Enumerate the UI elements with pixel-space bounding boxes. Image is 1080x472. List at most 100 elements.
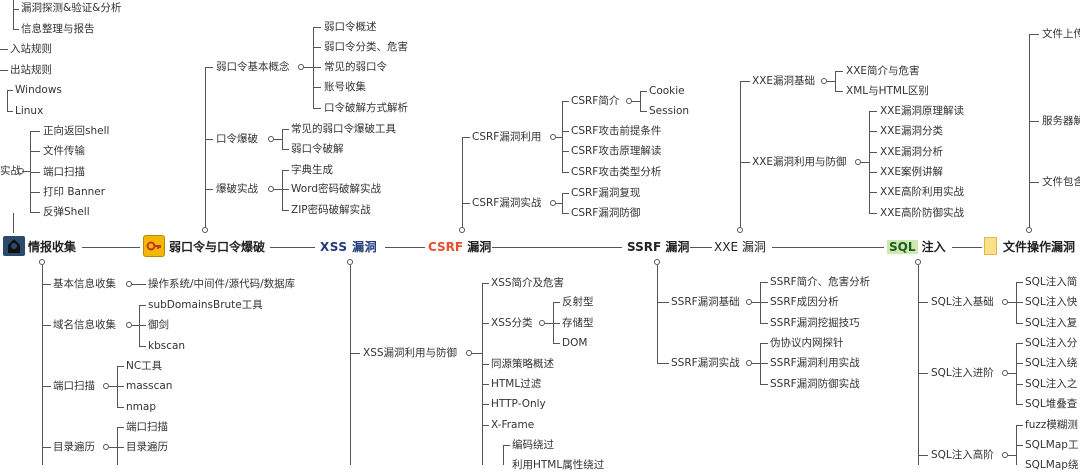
xss-type-item: 反射型 [562,296,594,308]
weakpw-practice[interactable]: 爆破实战 [216,183,258,195]
info-basic[interactable]: 基本信息收集 [53,278,116,290]
sql-adv-item: SQL注入之 [1025,378,1078,390]
sql-adv[interactable]: SQL注入进阶 [931,367,994,379]
file-top-item: 服务器解 [1042,115,1080,127]
csrf-use-item: CSRF攻击前提条件 [571,125,662,137]
sql-basic-item: SQL注入复 [1025,317,1078,329]
info-top-item: 文件传输 [43,145,85,157]
sql-high-item: fuzz模糊测 [1025,419,1078,431]
info-top-item: 端口扫描 [43,166,85,178]
weakpw-concept-item: 口令破解方式解析 [324,102,408,114]
spine-4 [492,247,622,248]
weakpw-practice-item: 字典生成 [291,164,333,176]
info-domain-item: subDomainsBrute工具 [148,299,263,311]
xxe-use-item: XXE高阶防御实战 [880,207,965,219]
xxe-use-item: XXE漏洞分析 [880,146,944,158]
ssrf-practice[interactable]: SSRF漏洞实战 [671,357,740,369]
info-port-item: NC工具 [126,360,163,372]
csrf-intro[interactable]: CSRF简介 [571,95,620,107]
weakpw-concept-item: 常见的弱口令 [324,61,387,73]
spine-1 [82,247,140,248]
info-top-item: Windows [15,84,62,96]
info-port[interactable]: 端口扫描 [53,380,95,392]
sql-high[interactable]: SQL注入高阶 [931,449,994,461]
info-top-item: Linux [15,105,44,117]
root-ssrf[interactable]: SSRF 漏洞 [627,240,690,254]
info-top-item: 信息整理与报告 [21,23,95,35]
csrf-use[interactable]: CSRF漏洞利用 [472,131,542,143]
xss-use[interactable]: XSS漏洞利用与防御 [363,347,458,359]
hacker-icon [3,236,25,256]
sql-adv-item: SQL注入绕 [1025,357,1078,369]
info-basic-item: 操作系统/中间件/源代码/数据库 [148,278,296,290]
xss-type-item: DOM [562,337,588,349]
csrf-practice[interactable]: CSRF漏洞实战 [472,197,542,209]
root-file-ops[interactable]: 文件操作漏洞 [1003,240,1076,254]
weakpw-practice-item: Word密码破解实战 [291,183,381,195]
sql-adv-item: SQL堆叠查 [1025,398,1078,410]
xss-item: XSS简介及危害 [491,277,565,289]
weakpw-brute[interactable]: 口令爆破 [216,133,258,145]
info-top-item: 打印 Banner [43,186,106,198]
xss-item[interactable]: XSS分类 [491,317,533,329]
spine-3 [385,247,425,248]
csrf-use-item: CSRF攻击原理解读 [571,145,662,157]
folder-icon [984,237,997,255]
info-dir-item: 目录遍历 [126,441,168,453]
xss-item: 同源策略概述 [491,358,554,370]
xxe-basic-item: XML与HTML区别 [846,85,929,97]
xss-item: HTML过滤 [491,378,542,390]
sql-basic-item: SQL注入简 [1025,276,1078,288]
ssrf-practice-item: SSRF漏洞防御实战 [770,378,860,390]
info-dir[interactable]: 目录遍历 [53,441,95,453]
root-sql[interactable]: SQL 注入 [887,239,946,255]
csrf-practice-item: CSRF漏洞复现 [571,187,641,199]
sql-logo-text: SQL [887,240,918,254]
info-port-item: masscan [126,380,173,392]
weakpw-concept-item: 弱口令分类、危害 [324,41,408,53]
spine-7 [952,247,982,248]
csrf-suffix: 漏洞 [463,240,492,254]
info-top-item: 正向返回shell [43,125,110,137]
info-domain-item: kbscan [148,340,186,352]
spine-5 [690,247,712,248]
xxe-use[interactable]: XXE漏洞利用与防御 [752,156,847,168]
root-info-gathering[interactable]: 情报收集 [28,240,77,254]
sql-suffix: 注入 [917,240,946,254]
xxe-use-item: XXE高阶利用实战 [880,186,965,198]
info-domain[interactable]: 域名信息收集 [53,319,116,331]
csrf-use-item: CSRF攻击类型分析 [571,166,662,178]
root-xss[interactable]: XSS 漏洞 [320,240,378,254]
weakpw-brute-item: 常见的弱口令爆破工具 [291,123,396,135]
weakpw-concept-item: 弱口令概述 [324,21,377,33]
ssrf-basic-item: SSRF简介、危害分析 [770,276,871,288]
csrf-logo-text: CSRF [428,240,464,254]
info-top-item: 入站规则 [10,43,52,55]
info-top-item: 反弹Shell [43,206,90,218]
weakpw-concept-item: 账号收集 [324,81,366,93]
xss-type-item: 存储型 [562,317,594,329]
ssrf-basic-item: SSRF成因分析 [770,296,839,308]
info-top-item: 漏洞探测&验证&分析 [21,2,122,14]
weakpw-concept[interactable]: 弱口令基本概念 [216,61,290,73]
ssrf-basic[interactable]: SSRF漏洞基础 [671,296,740,308]
spine-6 [772,247,884,248]
info-domain-item: 御剑 [148,319,169,331]
root-csrf[interactable]: CSRF 漏洞 [428,239,491,255]
sql-basic[interactable]: SQL注入基础 [931,296,994,308]
csrf-intro-item: Session [649,105,690,117]
xss-item: 编码绕过 [512,439,554,451]
weakpw-brute-item: 弱口令破解 [291,143,344,155]
xxe-basic[interactable]: XXE漏洞基础 [752,75,816,87]
sql-high-item: SQLMap绕 [1025,459,1079,471]
info-top-item: 出站规则 [10,64,52,76]
xss-item: X-Frame [491,419,535,431]
root-weak-password[interactable]: 弱口令与口令爆破 [169,240,266,254]
sql-basic-item: SQL注入快 [1025,296,1078,308]
key-icon [143,235,165,257]
xxe-use-item: XXE漏洞分类 [880,125,944,137]
weakpw-practice-item: ZIP密码破解实战 [291,204,371,216]
root-xxe[interactable]: XXE 漏洞 [714,240,766,254]
xss-item: HTTP-Only [491,398,546,410]
